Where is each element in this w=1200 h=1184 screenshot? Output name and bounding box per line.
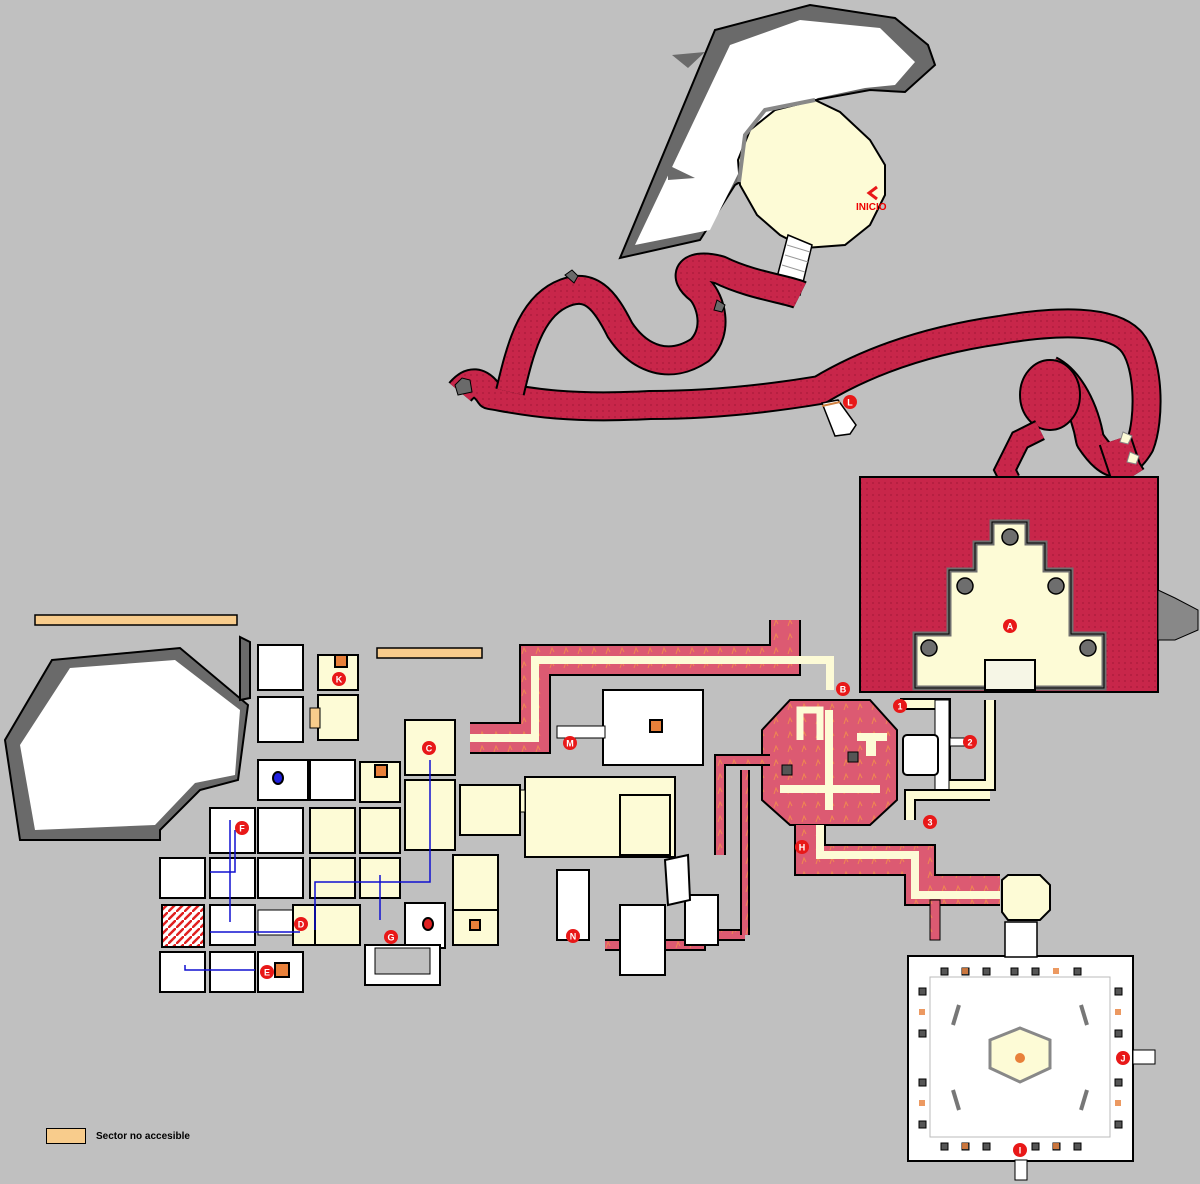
marker-k: K <box>332 672 346 686</box>
svg-text:2: 2 <box>967 738 972 748</box>
svg-text:N: N <box>570 932 577 942</box>
marker-j: J <box>1116 1051 1130 1065</box>
north-lava-corridor <box>470 620 1051 951</box>
start-arrow-icon <box>866 185 878 201</box>
south-temple <box>907 921 1156 1181</box>
svg-text:1: 1 <box>897 702 902 712</box>
marker-e: E <box>260 965 274 979</box>
svg-text:D: D <box>298 920 305 930</box>
marker-n: N <box>566 929 580 943</box>
marker-3: 3 <box>923 815 937 829</box>
svg-text:M: M <box>566 739 574 749</box>
svg-text:L: L <box>847 398 853 408</box>
marker-c: C <box>422 741 436 755</box>
svg-text:H: H <box>799 843 806 853</box>
svg-text:A: A <box>1007 622 1014 632</box>
marker-l: L <box>843 395 857 409</box>
marker-h: H <box>795 840 809 854</box>
svg-text:B: B <box>840 685 847 695</box>
svg-text:3: 3 <box>927 818 932 828</box>
legend: Sector no accesible <box>46 1128 190 1144</box>
svg-text:C: C <box>426 744 433 754</box>
marker-2: 2 <box>963 735 977 749</box>
legend-label: Sector no accesible <box>96 1130 190 1142</box>
svg-text:I: I <box>1019 1146 1022 1156</box>
start-room <box>736 98 886 297</box>
svg-text:J: J <box>1120 1054 1125 1064</box>
inaccessible-sector-strip <box>376 647 483 659</box>
west-building <box>3 635 434 993</box>
marker-f: F <box>235 821 249 835</box>
pyramid-room <box>912 519 1107 691</box>
start-label: INICIO <box>856 202 887 213</box>
marker-m: M <box>563 736 577 750</box>
east-corridors <box>900 698 996 820</box>
svg-text:G: G <box>387 933 394 943</box>
inaccessible-sector-strip <box>34 614 238 626</box>
map-markers: A B C D E F G H I J K L M N 1 2 3 <box>235 395 1130 1157</box>
marker-1: 1 <box>893 699 907 713</box>
svg-text:F: F <box>239 824 245 834</box>
svg-text:E: E <box>264 968 270 978</box>
lava-cave-tunnels <box>448 252 1162 488</box>
lava-octagon-room <box>761 699 898 826</box>
marker-a: A <box>1003 619 1017 633</box>
svg-text:K: K <box>336 675 343 685</box>
marker-b: B <box>836 682 850 696</box>
route-arrows <box>184 760 431 971</box>
marker-d: D <box>294 917 308 931</box>
legend-swatch-inaccessible <box>46 1128 86 1144</box>
marker-g: G <box>384 930 398 944</box>
marker-i: I <box>1013 1143 1027 1157</box>
